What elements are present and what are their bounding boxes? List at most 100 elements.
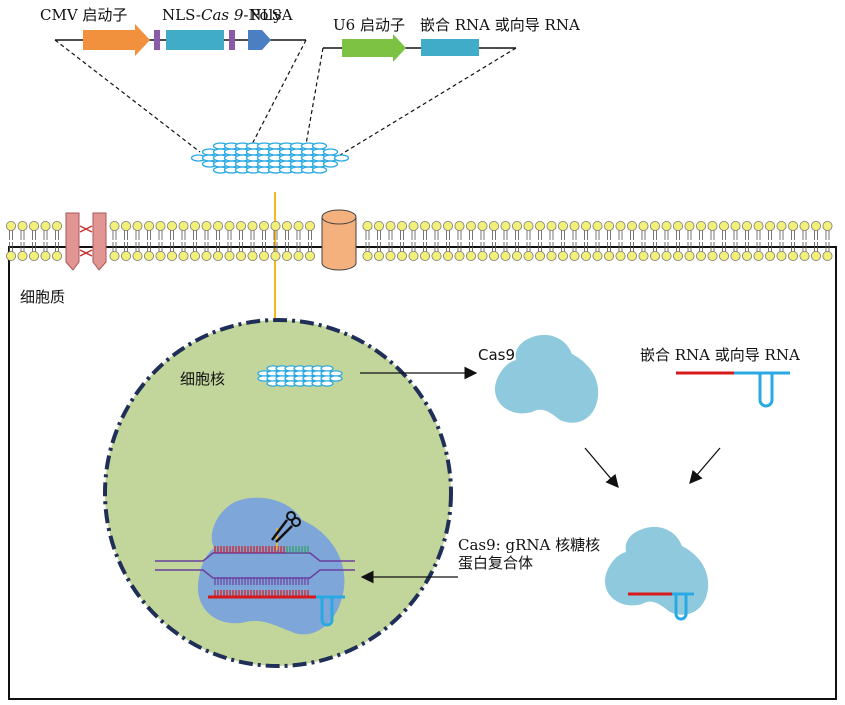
cas9-italic: Cas 9: [201, 6, 244, 24]
u6-promoter-arrow: [342, 34, 406, 62]
lipid-head: [270, 220, 281, 231]
lipid-head: [650, 220, 661, 231]
lipid-head: [201, 220, 212, 231]
lipid-head: [730, 250, 741, 261]
nanoparticle-unit: [333, 154, 350, 162]
lipid-head: [535, 220, 546, 231]
lipid-head: [753, 220, 764, 231]
cas9-gene-box: [166, 30, 224, 50]
lipid-head: [488, 250, 499, 261]
lipid-head: [212, 220, 223, 231]
lipid-head: [592, 250, 603, 261]
lipid-head: [132, 250, 143, 261]
lipid-head: [247, 220, 258, 231]
lipid-head: [546, 250, 557, 261]
lipid-head: [155, 220, 166, 231]
guide-rna-label: 嵌合 RNA 或向导 RNA: [640, 346, 800, 364]
lipid-head: [235, 220, 246, 231]
lipid-head: [224, 220, 235, 231]
lipid-head: [121, 250, 132, 261]
nls-suffix: -NLS: [243, 6, 281, 24]
lipid-head: [442, 250, 453, 261]
lipid-head: [523, 220, 534, 231]
complex-label-line1: Cas9: gRNA 核糖核: [458, 536, 600, 554]
nanoparticle-unit: [322, 148, 339, 156]
construct-2: U6 启动子 嵌合 RNA 或向导 RNA: [323, 16, 580, 62]
zoom-lines: [54, 39, 517, 156]
nanoparticle-unit: [322, 160, 339, 168]
lipid-head: [627, 220, 638, 231]
nanoparticle-carrier: [190, 142, 350, 174]
lipid-head: [742, 250, 753, 261]
nls-cas9-nls-label: NLS-Cas 9-NLS: [162, 6, 282, 24]
cmv-promoter-arrow: [83, 24, 150, 56]
lipid-head: [581, 220, 592, 231]
chimeric-rna-box: [421, 39, 479, 56]
lipid-head: [17, 250, 28, 261]
cas9-grna-complex-right: [604, 526, 709, 621]
lipid-head: [707, 220, 718, 231]
lipid-head: [707, 250, 718, 261]
lipid-head: [235, 250, 246, 261]
arrow-rna-to-complex: [689, 447, 721, 484]
lipid-head: [442, 220, 453, 231]
lipid-head: [178, 220, 189, 231]
lipid-head: [373, 250, 384, 261]
lipid-head: [788, 220, 799, 231]
lipid-head: [661, 250, 672, 261]
nls-bar-left: [154, 30, 160, 50]
lipid-head: [523, 250, 534, 261]
lipid-head: [765, 220, 776, 231]
lipid-head: [17, 220, 28, 231]
nanoparticle-in-nucleus: [257, 365, 343, 387]
lipid-head: [362, 250, 373, 261]
lipid-head: [776, 220, 787, 231]
lipid-head: [28, 250, 39, 261]
lipid-head: [546, 220, 557, 231]
lipid-head: [799, 250, 810, 261]
cell-membrane: [6, 220, 833, 261]
lipid-head: [373, 220, 384, 231]
lipid-head: [247, 250, 258, 261]
lipid-head: [673, 250, 684, 261]
lipid-head: [293, 250, 304, 261]
lipid-head: [719, 220, 730, 231]
nanoparticle-unit: [311, 142, 328, 150]
lipid-head: [132, 220, 143, 231]
chimeric-rna-label-top: 嵌合 RNA 或向导 RNA: [420, 16, 580, 34]
lipid-head: [465, 220, 476, 231]
cell-outline: [8, 246, 837, 700]
lipid-head: [155, 250, 166, 261]
lipid-head: [799, 220, 810, 231]
lipid-head: [558, 220, 569, 231]
cmv-promoter-label: CMV 启动子: [40, 6, 127, 24]
lipid-head: [684, 250, 695, 261]
lipid-head: [730, 220, 741, 231]
polya-label: PolyA: [250, 6, 293, 24]
lipid-head: [811, 220, 822, 231]
lipid-head: [615, 250, 626, 261]
lipid-head: [615, 220, 626, 231]
lipid-head: [258, 250, 269, 261]
lipid-head: [178, 250, 189, 261]
lipid-head: [270, 250, 281, 261]
lipid-head: [477, 250, 488, 261]
lipid-head: [661, 220, 672, 231]
lipid-head: [500, 220, 511, 231]
lipid-head: [385, 250, 396, 261]
lipid-head: [604, 250, 615, 261]
lipid-head: [696, 250, 707, 261]
lipid-head: [408, 220, 419, 231]
nanoparticle-unit: [311, 166, 328, 174]
lipid-head: [143, 220, 154, 231]
lipid-head: [488, 220, 499, 231]
lipid-head: [6, 220, 16, 231]
lipid-head: [811, 250, 822, 261]
lipid-head: [638, 220, 649, 231]
lipid-head: [396, 250, 407, 261]
channel-protein: [65, 212, 107, 271]
lipid-head: [465, 250, 476, 261]
cas9-label: Cas9: [478, 346, 515, 364]
